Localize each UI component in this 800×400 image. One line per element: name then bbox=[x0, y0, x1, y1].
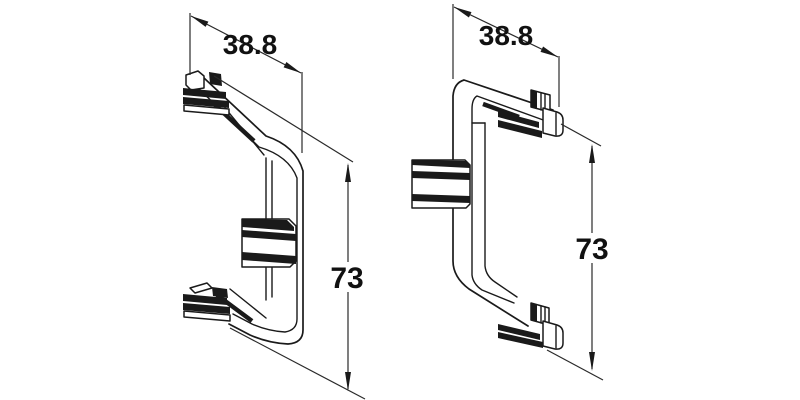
right-top-foot bbox=[498, 89, 564, 138]
right-top-foot-tab-shade bbox=[531, 90, 537, 109]
left-bottom-foot bbox=[183, 282, 231, 322]
left-part-inner-contour bbox=[196, 86, 298, 333]
dimension-line bbox=[190, 15, 302, 74]
right-part-outer-contour-top bbox=[452, 79, 554, 161]
dimension-label: 73 bbox=[575, 233, 608, 266]
arrowhead bbox=[589, 144, 595, 163]
dimension-line bbox=[453, 6, 559, 58]
right-top-foot-ridge bbox=[498, 120, 542, 138]
left-bottom-foot-ridge bbox=[183, 294, 227, 305]
arrowhead bbox=[283, 62, 301, 73]
right-bottom-foot-ridge bbox=[498, 324, 540, 340]
arrowhead bbox=[454, 7, 472, 18]
right-middle-clip-ridge bbox=[412, 160, 470, 168]
left-part-bottom-arm-edge bbox=[229, 288, 267, 319]
right-part-innermost-contour bbox=[484, 122, 518, 298]
left-part-outer-contour bbox=[203, 77, 304, 345]
left-middle-clip-ridge bbox=[242, 230, 296, 241]
left-bottom-foot-ridge bbox=[183, 303, 230, 314]
left-top-foot-ridge bbox=[183, 97, 229, 108]
left-end-cap-drawing bbox=[183, 70, 304, 345]
left-middle-clip bbox=[241, 218, 297, 268]
right-height-dimension: 73 bbox=[546, 123, 609, 381]
right-part-top-arm-band bbox=[482, 101, 520, 120]
arrowhead bbox=[345, 372, 351, 391]
right-end-cap-drawing bbox=[411, 79, 564, 350]
left-top-foot-tab bbox=[185, 70, 205, 91]
left-middle-clip-ridge bbox=[242, 252, 296, 264]
left-part-spine-lines bbox=[265, 157, 273, 301]
left-top-foot-lip bbox=[183, 104, 230, 116]
left-height-dimension: 73 bbox=[213, 75, 366, 400]
right-bottom-foot-ridge bbox=[498, 332, 543, 348]
extension-line bbox=[213, 75, 354, 163]
arrowhead bbox=[589, 352, 595, 371]
arrowhead bbox=[191, 16, 209, 27]
left-bottom-foot-dark-tab bbox=[212, 287, 228, 298]
arrowhead bbox=[540, 46, 558, 57]
right-middle-clip-ridge bbox=[412, 194, 470, 203]
extension-line bbox=[560, 123, 602, 147]
left-bottom-foot-lip bbox=[183, 310, 231, 322]
right-part-inner-contour bbox=[471, 95, 547, 304]
right-part-outer-contour-bottom bbox=[452, 207, 529, 327]
right-width-dimension: 38.8 bbox=[452, 4, 560, 107]
left-middle-clip-ridge bbox=[242, 219, 294, 231]
right-bottom-foot bbox=[498, 302, 564, 350]
left-top-foot bbox=[183, 70, 230, 116]
right-bottom-foot-tab-shade bbox=[531, 303, 537, 322]
right-bottom-foot-hook bbox=[542, 320, 564, 350]
right-top-foot-hook bbox=[542, 107, 564, 137]
left-top-foot-dark-tab bbox=[209, 72, 222, 86]
dimension-label: 73 bbox=[330, 262, 363, 295]
extension-line bbox=[229, 327, 366, 400]
right-middle-clip bbox=[411, 159, 471, 209]
dimension-label: 38.8 bbox=[223, 29, 278, 60]
extension-line bbox=[546, 349, 604, 381]
left-width-dimension: 38.8 bbox=[189, 13, 303, 153]
left-bottom-foot-blade bbox=[189, 282, 213, 294]
right-middle-clip-ridge bbox=[412, 171, 470, 180]
left-top-foot-ridge bbox=[183, 88, 226, 99]
right-top-foot-ridge bbox=[498, 111, 539, 128]
dimension-label: 38.8 bbox=[479, 20, 534, 51]
arrowhead bbox=[345, 163, 351, 182]
